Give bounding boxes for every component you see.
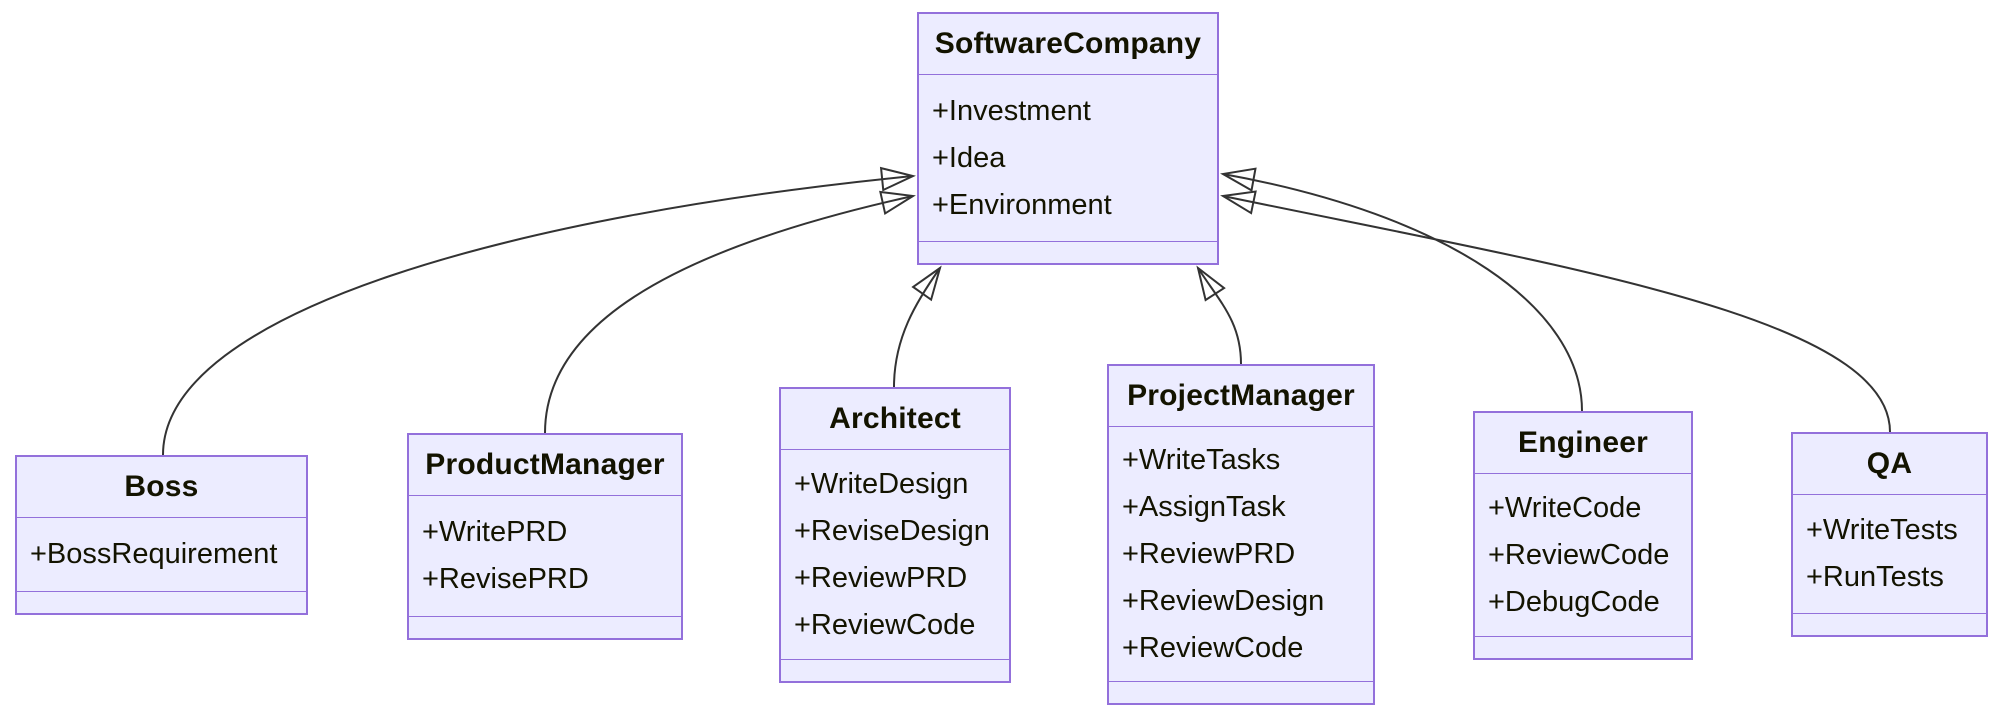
class-attribute: +DebugCode: [1488, 585, 1660, 618]
edge-architect-inherits-softwarecompany: [893, 265, 942, 388]
class-methods-empty-qa: [1793, 614, 1986, 635]
class-attribute: +Environment: [932, 188, 1112, 221]
edge-projectmanager-inherits-softwarecompany: [1196, 265, 1242, 365]
class-box-softwarecompany: SoftwareCompany +Investment +Idea +Envir…: [917, 12, 1219, 265]
class-title-engineer: Engineer: [1475, 413, 1691, 474]
class-attribute: +ReviseDesign: [794, 514, 990, 547]
class-attribute: +Idea: [932, 141, 1006, 174]
class-methods-empty-boss: [17, 592, 306, 613]
class-attributes-qa: +WriteTests +RunTests: [1793, 495, 1986, 614]
class-attribute: +ReviewPRD: [794, 561, 968, 594]
class-attributes-boss: +BossRequirement: [17, 518, 306, 592]
class-title-productmanager: ProductManager: [409, 435, 681, 496]
class-box-boss: Boss +BossRequirement: [15, 455, 308, 615]
class-attribute: +WriteTests: [1806, 514, 1958, 546]
class-attributes-projectmanager: +WriteTasks +AssignTask +ReviewPRD +Revi…: [1109, 427, 1373, 682]
class-attribute: +WriteDesign: [794, 467, 969, 500]
class-attribute: +WriteTasks: [1122, 443, 1281, 476]
class-attribute: +ReviewPRD: [1122, 537, 1296, 570]
class-attribute: +RunTests: [1806, 561, 1944, 593]
class-box-productmanager: ProductManager +WritePRD +RevisePRD: [407, 433, 683, 640]
class-box-engineer: Engineer +WriteCode +ReviewCode +DebugCo…: [1473, 411, 1693, 660]
class-attribute: +WritePRD: [422, 516, 568, 548]
class-attribute: +RevisePRD: [422, 563, 589, 595]
class-box-projectmanager: ProjectManager +WriteTasks +AssignTask +…: [1107, 364, 1375, 705]
class-methods-empty-productmanager: [409, 617, 681, 638]
edge-qa-inherits-softwarecompany: [1220, 190, 1891, 433]
edge-boss-inherits-softwarecompany: [162, 166, 916, 456]
class-attributes-architect: +WriteDesign +ReviseDesign +ReviewPRD +R…: [781, 450, 1009, 660]
class-attribute: +ReviewCode: [1488, 538, 1670, 571]
class-title-architect: Architect: [781, 389, 1009, 450]
class-attribute: +ReviewCode: [1122, 631, 1304, 664]
edge-productmanager-inherits-softwarecompany: [544, 190, 916, 434]
class-methods-empty-architect: [781, 660, 1009, 681]
class-methods-empty-projectmanager: [1109, 682, 1373, 703]
class-attribute: +WriteCode: [1488, 491, 1642, 524]
class-title-softwarecompany: SoftwareCompany: [919, 14, 1217, 75]
class-methods-empty-engineer: [1475, 637, 1691, 658]
class-title-qa: QA: [1793, 434, 1986, 495]
class-attribute: +ReviewCode: [794, 608, 976, 641]
edge-engineer-inherits-softwarecompany: [1220, 167, 1583, 412]
class-attributes-productmanager: +WritePRD +RevisePRD: [409, 496, 681, 617]
class-attribute: +ReviewDesign: [1122, 584, 1325, 617]
class-methods-empty-softwarecompany: [919, 242, 1217, 263]
class-attribute: +BossRequirement: [30, 538, 278, 570]
class-title-projectmanager: ProjectManager: [1109, 366, 1373, 427]
class-attributes-softwarecompany: +Investment +Idea +Environment: [919, 75, 1217, 242]
class-box-architect: Architect +WriteDesign +ReviseDesign +Re…: [779, 387, 1011, 683]
class-attributes-engineer: +WriteCode +ReviewCode +DebugCode: [1475, 474, 1691, 637]
class-box-qa: QA +WriteTests +RunTests: [1791, 432, 1988, 637]
class-attribute: +Investment: [932, 94, 1091, 127]
class-title-boss: Boss: [17, 457, 306, 518]
class-attribute: +AssignTask: [1122, 490, 1286, 523]
